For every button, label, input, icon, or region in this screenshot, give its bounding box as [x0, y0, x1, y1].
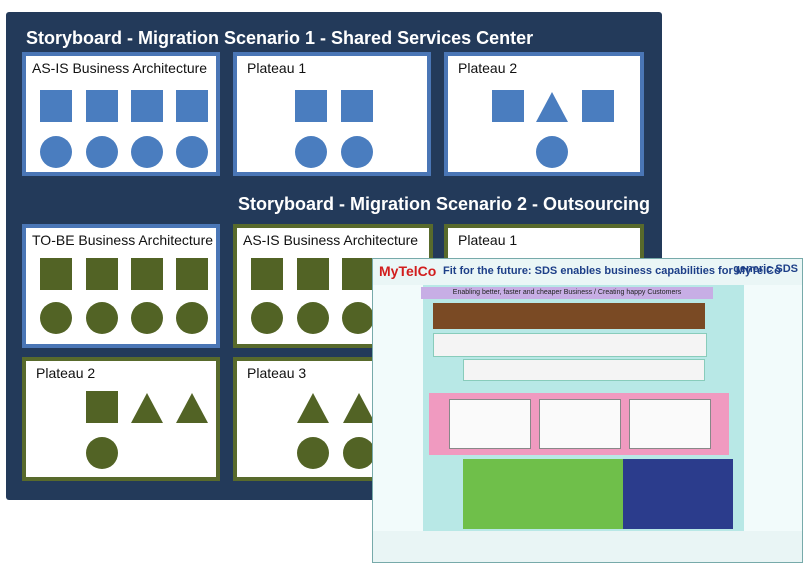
square-shape	[86, 258, 118, 290]
triangle-shape	[131, 393, 163, 423]
poster-row	[433, 333, 707, 357]
square-shape	[297, 258, 329, 290]
panel-label: AS-IS Business Architecture	[243, 232, 419, 248]
poster-timeline-strip	[433, 303, 705, 329]
triangle-shape	[343, 393, 375, 423]
square-shape	[295, 90, 327, 122]
poster-brand: generic SDS	[733, 263, 798, 275]
circle-shape	[297, 437, 329, 469]
square-shape	[582, 90, 614, 122]
poster-blue-block	[623, 459, 733, 529]
triangle-shape	[536, 92, 568, 122]
panel-label: AS-IS Business Architecture	[32, 60, 208, 76]
square-shape	[40, 258, 72, 290]
panel-label: Plateau 1	[458, 232, 518, 248]
circle-shape	[176, 136, 208, 168]
square-shape	[40, 90, 72, 122]
panel-plateau-2-scenario-2[interactable]: Plateau 2	[22, 357, 220, 481]
panel-as-is-business-architecture[interactable]: AS-IS Business Architecture	[22, 52, 220, 176]
square-shape	[342, 258, 374, 290]
panel-label: TO-BE Business Architecture	[32, 232, 214, 248]
circle-shape	[86, 136, 118, 168]
poster-title: Fit for the future: SDS enables business…	[443, 265, 781, 277]
circle-shape	[341, 136, 373, 168]
circle-shape	[536, 136, 568, 168]
panel-to-be-business-architecture[interactable]: TO-BE Business Architecture	[22, 224, 220, 348]
square-shape	[131, 90, 163, 122]
triangle-shape	[176, 393, 208, 423]
triangle-shape	[297, 393, 329, 423]
panel-plateau-2[interactable]: Plateau 2	[444, 52, 644, 176]
mytelco-poster-thumbnail[interactable]: MyTelCo Fit for the future: SDS enables …	[372, 258, 803, 563]
panel-label: Plateau 2	[36, 365, 96, 381]
poster-right-column	[744, 285, 802, 562]
panel-label: Plateau 2	[458, 60, 518, 76]
square-shape	[492, 90, 524, 122]
circle-shape	[343, 437, 375, 469]
poster-plateau-band	[429, 393, 729, 455]
poster-header: MyTelCo Fit for the future: SDS enables …	[373, 259, 802, 285]
poster-box	[629, 399, 711, 449]
circle-shape	[295, 136, 327, 168]
circle-shape	[176, 302, 208, 334]
scenario2-title: Storyboard - Migration Scenario 2 - Outs…	[238, 194, 651, 214]
poster-row	[463, 359, 705, 381]
scenario1-title: Storyboard - Migration Scenario 1 - Shar…	[26, 28, 534, 48]
square-shape	[176, 258, 208, 290]
square-shape	[176, 90, 208, 122]
circle-shape	[40, 302, 72, 334]
poster-box	[449, 399, 531, 449]
circle-shape	[297, 302, 329, 334]
poster-logo: MyTelCo	[379, 263, 437, 279]
poster-banner: Enabling better, faster and cheaper Busi…	[421, 287, 713, 299]
square-shape	[251, 258, 283, 290]
circle-shape	[40, 136, 72, 168]
circle-shape	[131, 136, 163, 168]
circle-shape	[251, 302, 283, 334]
panel-as-is-business-architecture-2[interactable]: AS-IS Business Architecture	[233, 224, 433, 348]
circle-shape	[86, 437, 118, 469]
square-shape	[131, 258, 163, 290]
panel-label: Plateau 1	[247, 60, 307, 76]
circle-shape	[86, 302, 118, 334]
panel-plateau-1[interactable]: Plateau 1	[233, 52, 431, 176]
square-shape	[86, 90, 118, 122]
poster-box	[539, 399, 621, 449]
square-shape	[341, 90, 373, 122]
poster-footer	[373, 531, 802, 562]
poster-green-block	[463, 459, 623, 529]
poster-left-column	[373, 285, 423, 562]
panel-label: Plateau 3	[247, 365, 307, 381]
circle-shape	[342, 302, 374, 334]
circle-shape	[131, 302, 163, 334]
square-shape	[86, 391, 118, 423]
